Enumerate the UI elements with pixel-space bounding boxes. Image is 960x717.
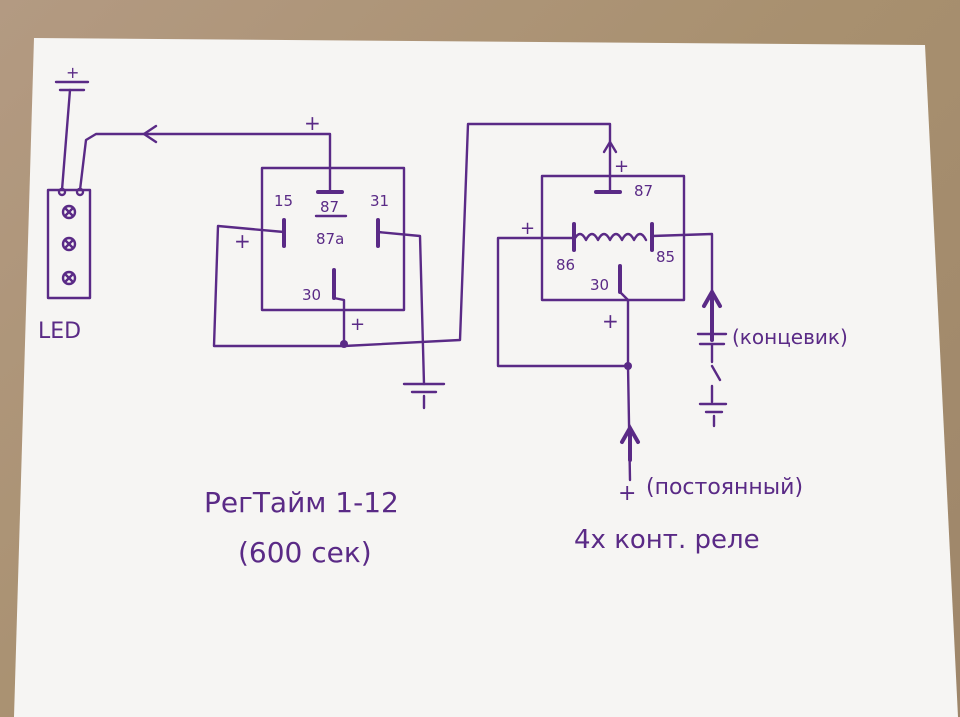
coil [572,232,648,242]
wire-86-loop [496,236,630,368]
paper-sheet [14,38,958,717]
constant-plus: + [618,481,636,506]
ground-icon [402,382,446,410]
relay2-pin-86: 86 [556,256,575,274]
limit-switch-label: (концевик) [732,325,848,349]
timer-time: (600 сек) [238,536,372,569]
relay1-pin-87: 87 [320,198,339,216]
relay1-plus-top: + [304,111,321,135]
wire-31-to-ground [376,230,426,386]
relay2-pin-85: 85 [656,248,675,266]
relay2-pin-87: 87 [634,182,653,200]
led-module: + LED [38,63,92,344]
relay2-pin-30: 30 [590,276,609,294]
relay1-pin-87a: 87a [316,230,344,248]
arrow-left-icon [142,124,158,144]
relay1-pin-30: 30 [302,286,321,304]
wire-85-to-switch [650,232,714,302]
relay2-plus-left: + [520,218,535,239]
wire-led-to-87 [78,132,332,192]
relay1-pin-31: 31 [370,192,389,210]
arrow-up-icon [602,140,618,154]
ground-icon [698,402,728,428]
led-label: LED [38,319,81,344]
arrow-up-icon [702,287,722,342]
led-lamp-icon [61,204,77,220]
wire-15-loop [212,224,346,348]
led-plus-label: + [66,63,79,82]
led-lamp-icon [61,236,77,252]
wire-junction-to-relay2 [342,122,612,348]
switch-contact [710,342,722,404]
relay2-plus-top: + [614,156,629,177]
constant-label: (постоянный) [646,475,803,500]
relay-note: 4х конт. реле [574,525,760,555]
arrow-up-icon [620,423,640,462]
relay1-timer: 87 87a 15 31 30 [260,166,406,312]
relay2-plus-bottom: + [602,309,619,333]
wire-30-to-junction [332,296,346,348]
relay1-plus-bottom: + [350,314,365,335]
timer-name: РегТайм 1-12 [204,486,399,519]
relay1-plus-left: + [234,229,251,253]
wire-30-down [618,290,630,368]
relay1-pin-15: 15 [274,192,293,210]
led-lamp-icon [61,270,77,286]
